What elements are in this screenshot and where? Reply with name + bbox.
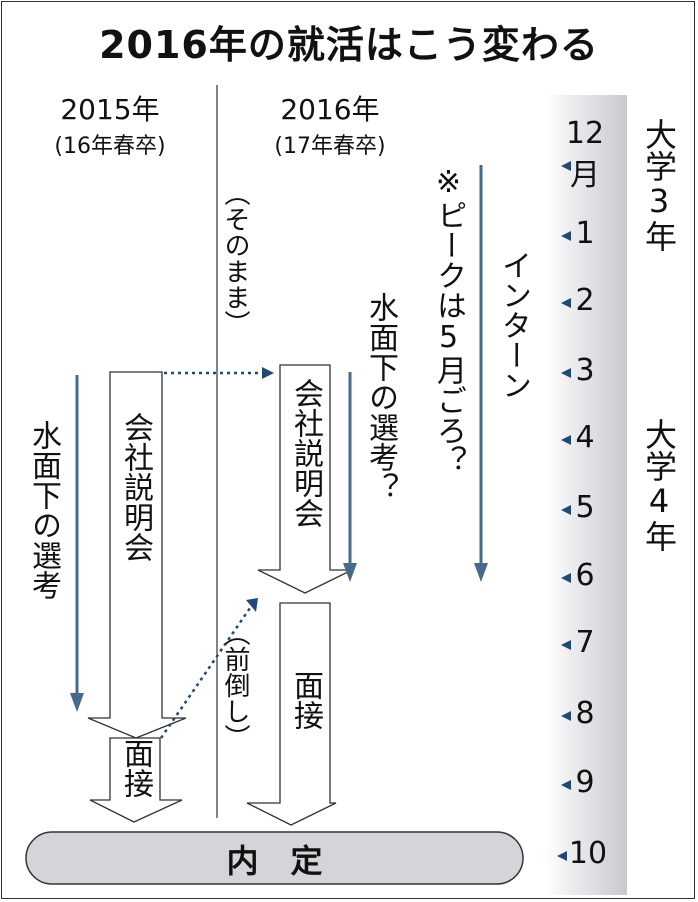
month-marker-icon <box>561 368 571 378</box>
intern-arrowhead <box>474 563 488 582</box>
month-marker-icon <box>561 435 571 445</box>
diagram-title: 2016年の就活はこう変わる <box>99 23 599 67</box>
interview-2015-arrow <box>89 737 183 823</box>
month-3: 3 <box>575 353 595 388</box>
month-6: 6 <box>575 558 595 593</box>
month-marker-icon <box>561 573 571 583</box>
year4-label: 大学4年 <box>640 418 678 552</box>
month-1: 1 <box>575 216 595 251</box>
earlier-text: （前倒し） <box>220 620 250 750</box>
briefing-2016-text: 会社説明会 <box>288 378 323 528</box>
month-marker-icon <box>561 711 571 721</box>
hidden-selection-2016-arrowhead <box>343 563 357 582</box>
peak-note-text: ※ピークは5月ごろ？ <box>431 165 466 475</box>
briefing-2015-text: 会社説明会 <box>118 412 153 562</box>
month-marker-icon <box>561 780 571 790</box>
interview-2015-text: 面接 <box>118 738 153 798</box>
earlier-arrowhead <box>246 598 258 612</box>
month-marker-icon <box>561 298 571 308</box>
interview-2016-text: 面接 <box>288 670 323 730</box>
year3-label: 大学3年 <box>640 118 678 252</box>
grad-2016-label: (16年春卒) <box>54 134 166 159</box>
month-marker-icon <box>561 505 571 515</box>
grad-2017-label: (17年春卒) <box>274 134 386 159</box>
timeline-strip <box>545 95 627 895</box>
intern-text: インターン <box>496 250 531 400</box>
month-12: 12 <box>565 116 605 151</box>
month-marker-icon <box>557 851 567 861</box>
hidden-selection-2015-arrowhead <box>70 693 84 712</box>
offer-pill <box>25 831 524 885</box>
month-2: 2 <box>575 283 595 318</box>
month-marker-icon <box>561 161 571 171</box>
interview-2016-arrow <box>246 602 337 826</box>
briefing-2016-arrow <box>257 364 353 594</box>
briefing-2015-arrow <box>87 371 187 739</box>
hidden-selection-2015-text: 水面下の選考 <box>26 420 61 600</box>
earlier-dotted-line <box>159 607 252 739</box>
year-2016-label: 2016年 <box>280 93 380 126</box>
same-text: （そのまま） <box>220 180 250 336</box>
month-5: 5 <box>575 490 595 525</box>
month-8: 8 <box>575 696 595 731</box>
hidden-selection-2016-text: 水面下の選考？ <box>363 292 398 502</box>
month-7: 7 <box>575 625 595 660</box>
month-10: 10 <box>568 836 608 871</box>
same-arrowhead <box>262 367 274 379</box>
year-2015-label: 2015年 <box>60 93 160 126</box>
month-marker-icon <box>561 231 571 241</box>
offer-text: 内 定 <box>226 842 323 880</box>
month-4: 4 <box>575 420 595 455</box>
month-marker-icon <box>561 640 571 650</box>
month-suffix: 月 <box>570 158 600 193</box>
month-9: 9 <box>575 765 595 800</box>
